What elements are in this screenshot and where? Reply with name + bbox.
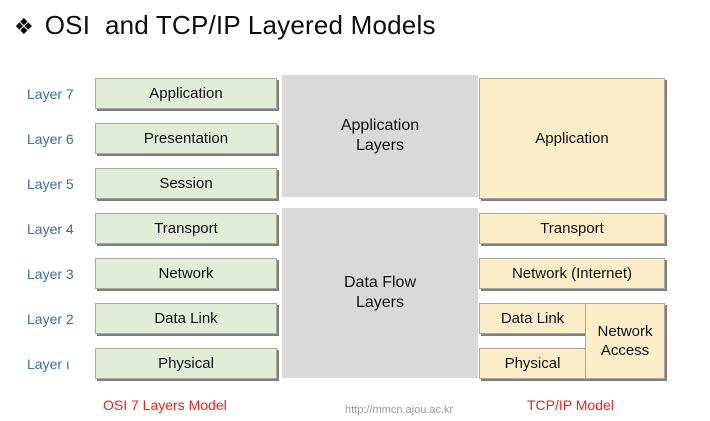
caption-osi-model: OSI 7 Layers Model [103,397,227,413]
osi-layer-data-link[interactable]: Data Link [95,303,277,334]
middle-block-data-flow-layers: Data Flow Layers [282,208,478,378]
layer-label-2: Layer 2 [27,311,74,327]
osi-layer-session[interactable]: Session [95,168,277,199]
osi-layer-label: Session [159,174,213,192]
tcpip-layer-network-access[interactable]: Network Access [585,303,665,379]
source-url-text: http://mmcn.ajou.ac.kr [345,404,454,416]
osi-layer-presentation[interactable]: Presentation [95,123,277,154]
tcpip-layer-physical[interactable]: Physical [479,348,586,379]
layer-label-7: Layer 7 [27,86,74,102]
osi-layer-label: Physical [158,354,214,372]
layer-label-1: Layer ı [27,356,70,372]
tcpip-layer-transport[interactable]: Transport [479,213,665,244]
middle-block-label: Data Flow Layers [343,273,417,311]
page-title-text: OSI and TCP/IP Layered Models [44,10,436,40]
tcpip-layer-label: Application [535,129,609,147]
layer-label-3: Layer 3 [27,266,74,282]
osi-layer-label: Transport [154,219,218,237]
osi-layer-network[interactable]: Network [95,258,277,289]
middle-block-application-layers: Application Layers [282,75,478,197]
osi-layer-application[interactable]: Application [95,78,277,109]
tcpip-layer-application[interactable]: Application [479,78,665,199]
tcpip-layer-network-internet[interactable]: Network (Internet) [479,258,665,289]
layer-label-4: Layer 4 [27,221,74,237]
osi-layer-physical[interactable]: Physical [95,348,277,379]
tcpip-layer-label: Physical [504,354,561,372]
layer-label-5: Layer 5 [27,176,74,192]
layer-label-6: Layer 6 [27,131,74,147]
page-title: ❖ OSI and TCP/IP Layered Models [14,10,436,41]
tcpip-layer-data-link[interactable]: Data Link [479,303,586,334]
osi-layer-label: Application [149,84,223,102]
osi-layer-label: Data Link [154,309,218,327]
tcpip-layer-label: Transport [540,219,604,237]
tcpip-layer-label: Network Access [597,322,653,359]
caption-tcpip-model: TCP/IP Model [527,397,614,413]
tcpip-layer-label: Data Link [500,309,565,327]
osi-layer-label: Presentation [143,129,229,147]
tcpip-layer-label: Network (Internet) [511,264,633,282]
middle-block-label: Application Layers [340,116,420,154]
osi-layer-label: Network [158,264,214,282]
osi-layer-transport[interactable]: Transport [95,213,277,244]
diamond-bullet-icon: ❖ [14,13,34,39]
